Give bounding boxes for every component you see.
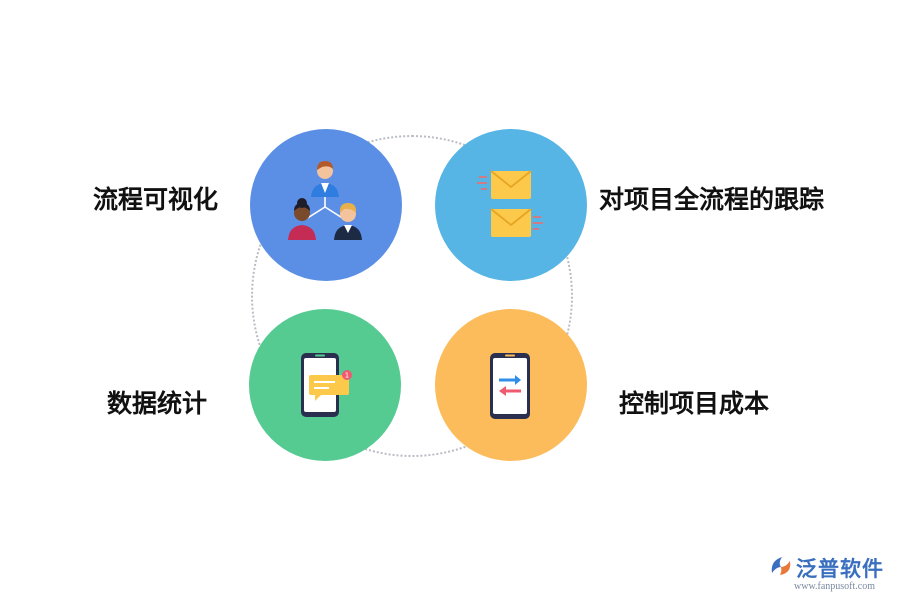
people-network-icon xyxy=(288,161,362,240)
label-tracking: 对项目全流程的跟踪 xyxy=(599,185,825,214)
phone-transfer-icon xyxy=(490,353,530,419)
label-statistics: 数据统计 xyxy=(107,389,208,418)
brand-logo-icon xyxy=(771,557,791,575)
phone-message-icon: 1 xyxy=(301,353,352,417)
brand-url: www.fanpusoft.com xyxy=(794,581,876,592)
svg-text:1: 1 xyxy=(345,372,349,380)
envelopes-icon xyxy=(477,170,543,237)
brand-name: 泛普软件 xyxy=(796,557,884,581)
cost-control-circle xyxy=(435,309,587,461)
tracking-circle xyxy=(435,129,587,281)
statistics-circle: 1 xyxy=(249,309,401,461)
visualization-circle xyxy=(250,129,402,281)
label-cost-control: 控制项目成本 xyxy=(619,389,770,418)
dotted-ring xyxy=(251,135,573,457)
label-visualization: 流程可视化 xyxy=(93,185,219,214)
brand-watermark: 泛普软件 www.fanpusoft.com xyxy=(768,551,896,597)
